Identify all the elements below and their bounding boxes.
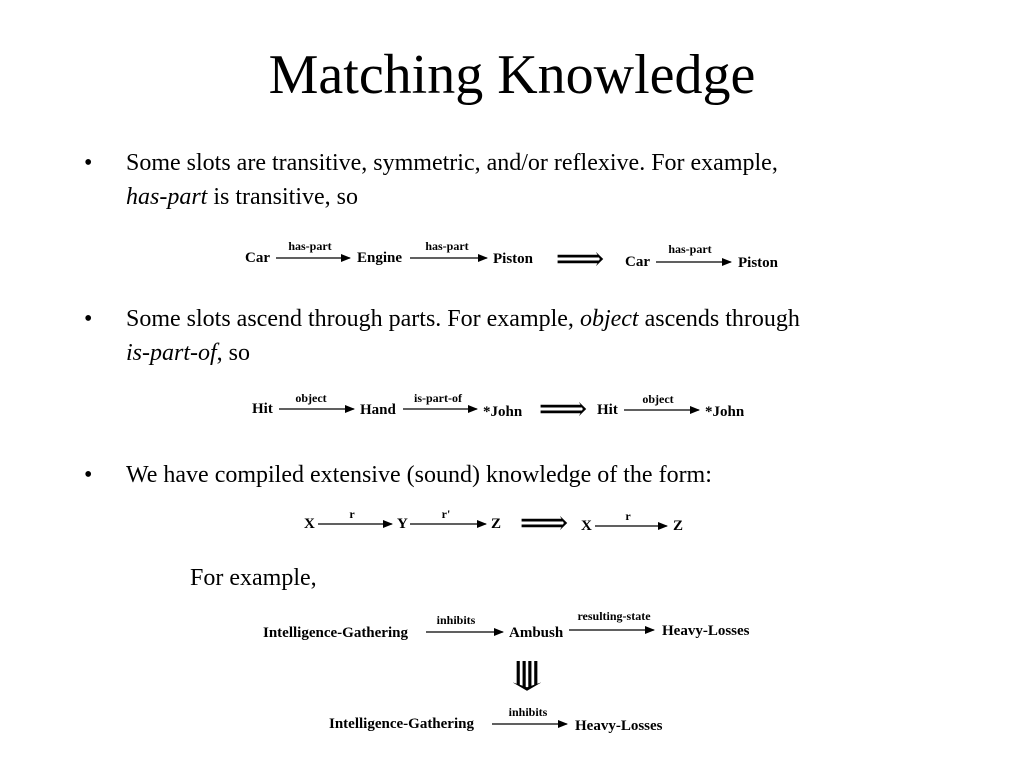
node-john: *John [483, 404, 523, 420]
edge-label-object: object [295, 391, 326, 405]
node-intelligence-gathering: Intelligence-Gathering [329, 716, 474, 732]
bullet-line-1: We have compiled extensive (sound) knowl… [126, 462, 712, 488]
implies-arrow-icon: ⟹ [539, 391, 588, 428]
bullet-marker: • [84, 306, 93, 332]
node-piston: Piston [493, 251, 534, 267]
bullet-marker: • [84, 462, 93, 488]
bullet-ascend: • Some slots ascend through parts. For e… [84, 302, 944, 372]
bullet-line-2-rest: , so [216, 340, 251, 366]
node-hit: Hit [252, 401, 273, 417]
diagram-ascend: Hit object Hand is-part-of *John ⟹ Hit o… [252, 391, 745, 428]
bullet-compiled-knowledge: • We have compiled extensive (sound) kno… [84, 458, 944, 494]
node-engine: Engine [357, 250, 402, 266]
diagram-general-form: X r Y r' Z ⟹ X r Z [304, 505, 683, 542]
edge-label-has-part: has-part [668, 242, 711, 256]
slot-name-is-part-of: is-part-of [126, 340, 217, 366]
node-z: Z [491, 516, 501, 532]
implies-down-arrow-icon: ⟱ [510, 654, 544, 699]
node-heavy-losses: Heavy-Losses [575, 718, 663, 734]
bullet-text: Some slots ascend through parts. For exa… [126, 302, 946, 370]
slot-name-has-part: has-part [126, 184, 208, 210]
node-y: Y [397, 516, 408, 532]
edge-label-r-prime: r' [442, 507, 451, 521]
node-car: Car [245, 250, 270, 266]
bullet-line-1-pre: Some slots ascend through parts. For exa… [126, 306, 580, 332]
edge-label-resulting-state: resulting-state [577, 609, 651, 623]
node-hand: Hand [360, 402, 397, 418]
edge-label-has-part: has-part [288, 239, 331, 253]
bullet-text: We have compiled extensive (sound) knowl… [126, 458, 946, 492]
edge-label-r: r [625, 509, 631, 523]
page-title: Matching Knowledge [268, 44, 756, 106]
edge-label-has-part: has-part [425, 239, 468, 253]
node-heavy-losses: Heavy-Losses [662, 623, 750, 639]
example-label: For example, [190, 565, 317, 591]
bullet-text: Some slots are transitive, symmetric, an… [126, 146, 946, 214]
implies-arrow-icon: ⟹ [556, 241, 605, 278]
diagram-example: Intelligence-Gathering inhibits Ambush r… [263, 609, 750, 734]
edge-label-is-part-of: is-part-of [414, 391, 463, 405]
node-piston: Piston [738, 255, 779, 271]
bullet-transitive: • Some slots are transitive, symmetric, … [84, 146, 944, 216]
bullet-marker: • [84, 150, 93, 176]
slot-name-object: object [579, 306, 639, 332]
implies-arrow-icon: ⟹ [520, 505, 569, 542]
node-hit: Hit [597, 402, 618, 418]
node-z: Z [673, 518, 683, 534]
edge-label-inhibits: inhibits [437, 613, 476, 627]
bullet-line-1: Some slots are transitive, symmetric, an… [126, 150, 778, 176]
node-intelligence-gathering: Intelligence-Gathering [263, 625, 408, 641]
edge-label-object: object [642, 392, 673, 406]
bullet-line-2-rest: is transitive, so [207, 184, 358, 210]
node-ambush: Ambush [509, 625, 564, 641]
node-car: Car [625, 254, 650, 270]
node-x: X [304, 516, 315, 532]
node-x: X [581, 518, 592, 534]
edge-label-r: r [349, 507, 355, 521]
node-john: *John [705, 404, 745, 420]
edge-label-inhibits: inhibits [509, 705, 548, 719]
bullet-line-1-post: ascends through [638, 306, 800, 332]
diagram-has-part: Car has-part Engine has-part Piston ⟹ Ca… [245, 239, 779, 278]
